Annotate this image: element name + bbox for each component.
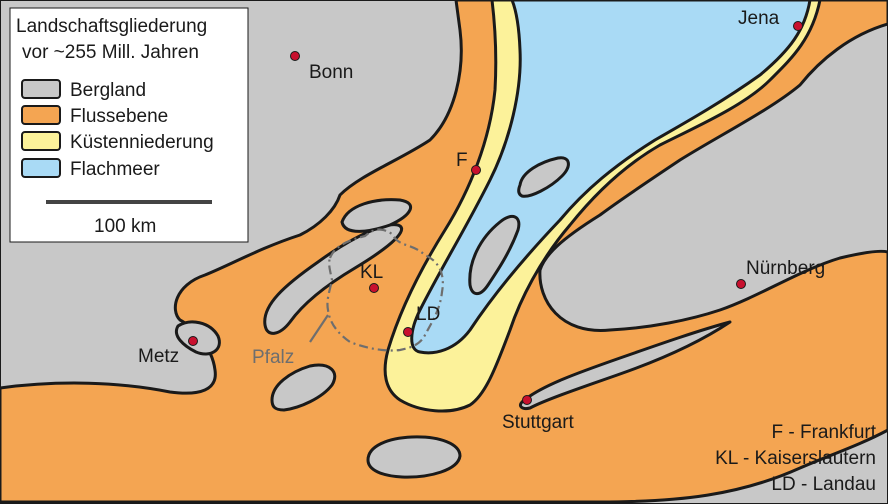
scale-label: 100 km [94, 216, 156, 237]
sea-island-long [468, 214, 521, 296]
abbr-frankfurt: F - Frankfurt [771, 422, 876, 443]
abbreviation-key: F - Frankfurt KL - Kaiserslautern LD - L… [715, 422, 877, 495]
bergland-island-west-spur [175, 320, 221, 356]
city-marker-bonn: Bonn [290, 51, 353, 83]
city-dot [188, 336, 198, 346]
bergland-island-stuttgart-spur [518, 320, 732, 410]
bergland-island-south-lens [366, 435, 462, 479]
bergland-island-south-small [270, 363, 337, 412]
city-dot [403, 327, 413, 337]
city-label-jena: Jena [738, 8, 780, 29]
city-dot [522, 395, 532, 405]
pfalz-boundary [326, 228, 444, 352]
city-label-kaiserslautern: KL [360, 262, 383, 283]
city-marker-nuernberg: Nürnberg [736, 258, 825, 289]
city-label-bonn: Bonn [309, 62, 353, 83]
city-dot [793, 21, 803, 31]
legend-swatch-flachmeer [21, 158, 61, 178]
legend-label-kuestenniederung: Küstenniederung [70, 132, 214, 153]
city-marker-landau: LD [403, 304, 440, 337]
legend-title-line2: vor ~255 Mill. Jahren [22, 42, 199, 63]
city-dot [736, 279, 746, 289]
city-marker-metz: Metz [138, 336, 198, 367]
city-marker-kaiserslautern: KL [360, 262, 383, 293]
abbr-kaiserslautern: KL - Kaiserslautern [715, 448, 876, 469]
legend-label-bergland: Bergland [70, 80, 146, 101]
city-marker-stuttgart: Stuttgart [502, 395, 575, 433]
city-dot [471, 165, 481, 175]
legend-label-flussebene: Flussebene [70, 106, 168, 127]
city-label-stuttgart: Stuttgart [502, 412, 575, 433]
legend-swatch-kuestenniederung [21, 131, 61, 151]
legend-title-line1: Landschaftsgliederung [16, 16, 207, 37]
pfalz-leader-line [309, 314, 329, 343]
city-label-landau: LD [416, 304, 440, 325]
legend-label-flachmeer: Flachmeer [70, 159, 160, 180]
legend: Landschaftsgliederung vor ~255 Mill. Jah… [9, 7, 249, 243]
bergland-island-north-tongue [340, 198, 413, 233]
city-marker-jena: Jena [738, 8, 803, 31]
city-label-metz: Metz [138, 346, 179, 367]
city-dot [369, 283, 379, 293]
city-label-frankfurt: F [456, 150, 468, 171]
region-label-pfalz: Pfalz [252, 347, 294, 368]
bergland-island-west-tongue [263, 223, 404, 335]
city-marker-frankfurt: F [456, 150, 481, 175]
abbr-landau: LD - Landau [771, 474, 876, 495]
legend-swatch-flussebene [21, 105, 61, 125]
city-label-nuernberg: Nürnberg [746, 258, 825, 279]
city-dot [290, 51, 300, 61]
flachmeer-area [410, 0, 812, 355]
sea-island-north [517, 156, 570, 198]
legend-swatch-bergland [21, 79, 61, 99]
